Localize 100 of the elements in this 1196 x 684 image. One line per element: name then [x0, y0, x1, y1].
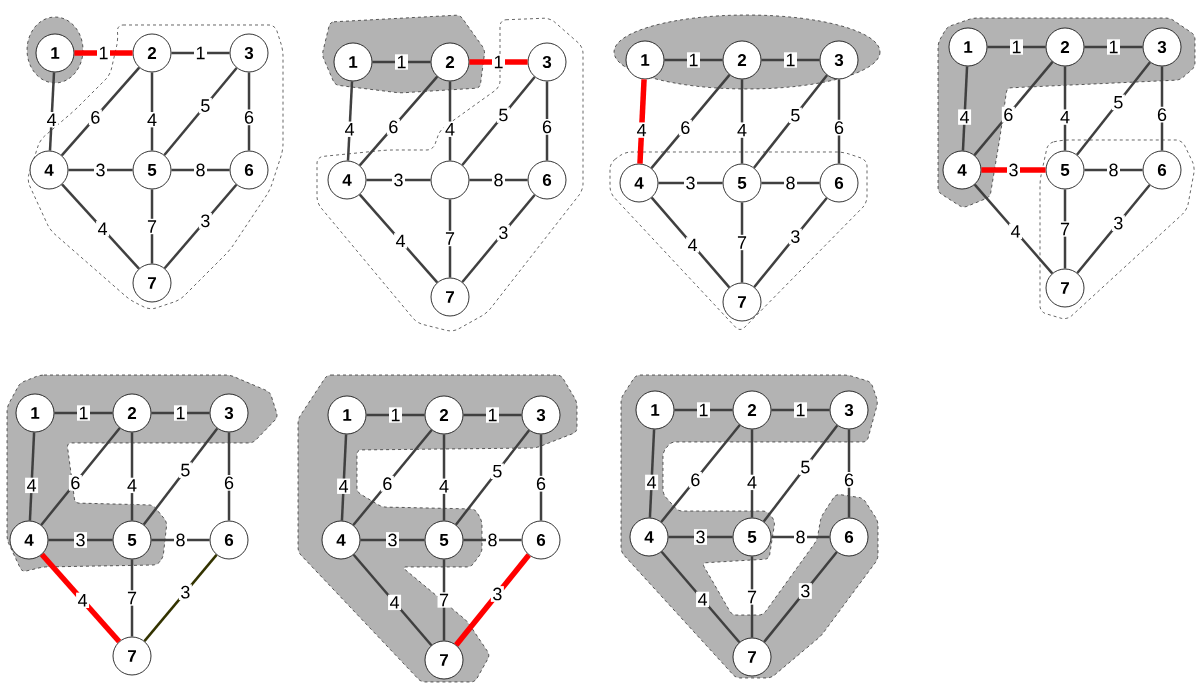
graph-edge — [150, 72, 154, 151]
edge-label: 7 — [735, 234, 749, 251]
graph-edge — [442, 559, 446, 641]
edge-label: 6 — [1155, 106, 1169, 123]
edge-label: 4 — [958, 109, 972, 125]
graph-edge — [74, 50, 133, 56]
edge-label: 1 — [174, 405, 187, 421]
graph-edge — [48, 72, 56, 151]
graph-edge — [973, 183, 1054, 275]
edge-label: 6 — [386, 119, 400, 135]
graph-edge — [463, 538, 522, 542]
edge-label: 4 — [443, 121, 457, 137]
graph-edge — [442, 434, 446, 521]
edge-label: 5 — [178, 462, 192, 478]
edge-label: 6 — [842, 471, 856, 488]
edge-label: 4 — [1058, 109, 1072, 125]
edge-label: 6 — [88, 109, 102, 126]
graph-edge — [171, 51, 230, 55]
graph-edge — [637, 79, 647, 164]
graph-edge — [461, 194, 536, 283]
graph-edge — [454, 429, 531, 526]
edge-label: 8 — [1107, 162, 1120, 178]
graph-edge — [771, 408, 830, 412]
edge-label: 1 — [1107, 39, 1120, 55]
graph-edge — [142, 427, 219, 526]
graph-edge — [1063, 66, 1067, 151]
graph-edge — [163, 183, 238, 270]
graph-edge — [668, 535, 733, 539]
edge-label: 3 — [496, 224, 510, 241]
graph-edge — [837, 79, 841, 164]
edge-label: 1 — [492, 54, 505, 70]
graph-edge — [68, 168, 133, 172]
edge-label: 4 — [1009, 223, 1023, 240]
graph-edge — [448, 81, 452, 161]
graph-edge — [987, 45, 1046, 49]
graph-edge — [648, 429, 656, 518]
graph-edge — [143, 554, 218, 642]
graph-edge — [28, 432, 36, 521]
graph-edge — [761, 58, 820, 62]
edge-label: 3 — [694, 529, 707, 545]
graph-edge — [1063, 189, 1067, 269]
graph-edge — [60, 66, 141, 157]
edge-label: 4 — [394, 233, 408, 249]
graph-edge — [660, 550, 741, 644]
edge-label: 6 — [380, 475, 394, 492]
edge-label: 4 — [45, 112, 59, 128]
graph-edge — [740, 202, 744, 283]
edge-label: 8 — [174, 532, 187, 548]
edge-label: 1 — [97, 45, 110, 61]
edge-label: 3 — [386, 532, 399, 548]
graph-edge — [650, 196, 731, 289]
edge-label: 3 — [198, 212, 212, 229]
edge-label: 1 — [395, 54, 408, 70]
edge-label: 1 — [794, 402, 807, 418]
edge-label: 7 — [443, 230, 457, 247]
edge-label: 8 — [794, 529, 807, 545]
edge-label: 7 — [125, 590, 139, 606]
graph-edge — [981, 167, 1046, 173]
edge-label: 1 — [697, 402, 710, 418]
edge-label: 4 — [437, 478, 451, 494]
graph-edge — [750, 556, 754, 638]
graph-edge — [761, 181, 820, 185]
edge-label: 6 — [832, 119, 846, 136]
graph-edge — [163, 67, 238, 156]
edge-label: 1 — [1010, 39, 1023, 55]
graph-edge — [545, 81, 549, 161]
edge-label: 4 — [76, 592, 90, 608]
edge-label: 6 — [534, 475, 548, 492]
graph-edge — [1160, 66, 1164, 151]
graph-edge — [762, 424, 839, 523]
edge-label: 7 — [145, 218, 159, 235]
vertex-circle — [430, 160, 470, 200]
graph-edge — [358, 75, 439, 167]
graph-edge — [1084, 45, 1143, 49]
graph-edge — [740, 79, 744, 164]
graph-edge — [973, 61, 1054, 156]
edge-label: 8 — [492, 172, 505, 188]
graph-edge — [658, 181, 723, 185]
graph-edge — [461, 76, 536, 166]
edge-label: 3 — [178, 584, 192, 601]
edge-label: 6 — [222, 474, 236, 491]
edge-label: 3 — [1111, 215, 1125, 231]
graph-edge — [454, 553, 531, 647]
edge-label: 3 — [74, 532, 87, 548]
edge-label: 5 — [490, 463, 504, 479]
edge-label: 5 — [1111, 94, 1125, 111]
graph-edge — [1084, 168, 1143, 172]
edge-label: 8 — [194, 162, 207, 178]
graph-edge — [171, 168, 230, 172]
graph-edge — [664, 58, 723, 62]
edge-label: 3 — [94, 162, 107, 178]
graph-edge — [660, 424, 741, 523]
edge-label: 1 — [784, 52, 797, 68]
graph-edge — [366, 413, 425, 417]
edge-label: 6 — [678, 119, 692, 136]
graph-edge — [40, 427, 121, 526]
graph-edge — [763, 551, 838, 643]
edge-label: 7 — [1058, 221, 1072, 237]
edge-label: 6 — [540, 119, 554, 135]
edge-label: 6 — [242, 109, 256, 126]
